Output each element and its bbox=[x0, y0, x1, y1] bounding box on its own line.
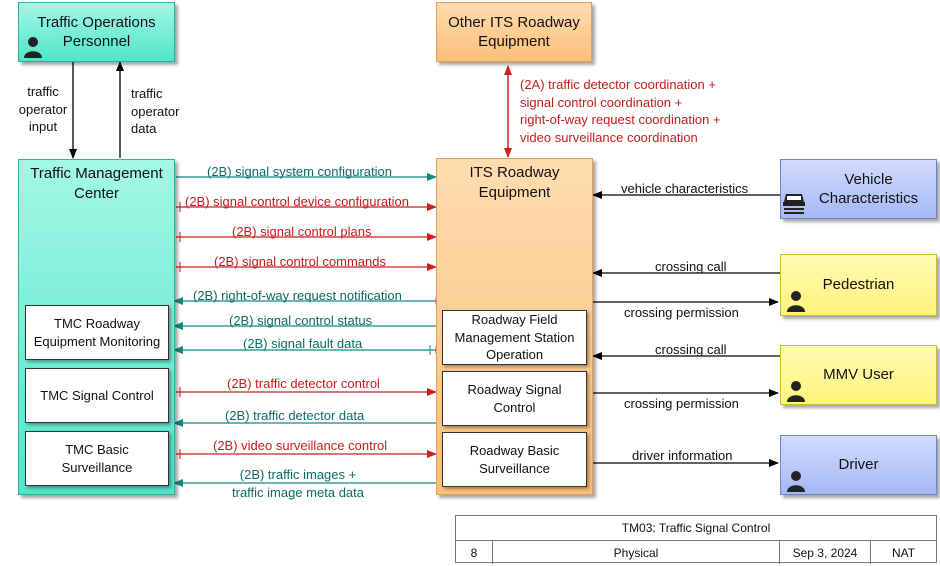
operator-input-line-1: traffic bbox=[27, 84, 59, 99]
tmc-basic-surveillance-box[interactable]: TMC Basic Surveillance bbox=[25, 431, 169, 486]
traffic-management-center-label: Traffic Management Center bbox=[30, 165, 163, 202]
roadway-basic-surveillance-label: Roadway Basic Surveillance bbox=[469, 442, 560, 476]
vehicle-icon bbox=[783, 194, 805, 214]
detector-data-label: (2B) traffic detector data bbox=[225, 408, 365, 423]
coordination-label: (2A) traffic detector coordination + sig… bbox=[520, 76, 721, 146]
traffic-images-line-2: traffic image meta data bbox=[232, 484, 364, 500]
vehicle-characteristics-box[interactable]: Vehicle Characteristics bbox=[780, 159, 937, 219]
operator-input-label: traffic operator input bbox=[13, 83, 73, 136]
coordination-line-2: signal control coordination + bbox=[520, 94, 683, 110]
vehicle-characteristics-label: Vehicle Characteristics bbox=[818, 170, 919, 208]
signal-plans-label: (2B) signal control plans bbox=[232, 224, 372, 239]
operator-input-line-2: operator bbox=[18, 101, 68, 117]
coordination-line-4: video surveillance coordination bbox=[520, 129, 698, 145]
operator-data-line-2: operator bbox=[131, 103, 180, 119]
roadway-field-management-station-label: Roadway Field Management Station Operati… bbox=[454, 312, 575, 363]
tmc-roadway-equipment-monitoring-box[interactable]: TMC Roadway Equipment Monitoring bbox=[25, 305, 169, 360]
coordination-line-1: (2A) traffic detector coordination + bbox=[520, 77, 716, 92]
diagram-view: Physical bbox=[493, 541, 780, 564]
traffic-images-line-1: (2B) traffic images + bbox=[239, 467, 357, 482]
person-icon bbox=[787, 381, 805, 402]
coordination-line-3: right-of-way request coordination + bbox=[520, 112, 721, 128]
traffic-operations-personnel-label: Traffic Operations Personnel bbox=[37, 13, 156, 51]
its-roadway-equipment-label: ITS Roadway Equipment bbox=[469, 164, 560, 201]
driver-label: Driver bbox=[838, 456, 879, 474]
traffic-operations-personnel-box[interactable]: Traffic Operations Personnel bbox=[18, 2, 175, 62]
person-icon bbox=[787, 291, 805, 312]
crossing-permission-mmv-label: crossing permission bbox=[624, 396, 739, 411]
tmc-signal-control-box[interactable]: TMC Signal Control bbox=[25, 368, 169, 423]
signal-device-config-label: (2B) signal control device configuration bbox=[185, 194, 410, 209]
traffic-images-label: (2B) traffic images + traffic image meta… bbox=[232, 466, 364, 501]
operator-data-line-3: data bbox=[131, 121, 157, 137]
video-control-label: (2B) video surveillance control bbox=[213, 438, 388, 453]
person-icon bbox=[787, 471, 805, 492]
detector-control-label: (2B) traffic detector control bbox=[227, 376, 380, 391]
crossing-call-mmv-label: crossing call bbox=[655, 342, 727, 357]
tmc-basic-surveillance-label: TMC Basic Surveillance bbox=[61, 441, 133, 475]
diagram-number: 8 bbox=[456, 541, 493, 564]
signal-commands-label: (2B) signal control commands bbox=[214, 254, 386, 269]
pedestrian-box[interactable]: Pedestrian bbox=[780, 254, 937, 316]
vehicle-characteristics-flow-label: vehicle characteristics bbox=[621, 181, 749, 196]
roadway-signal-control-label: Roadway Signal Control bbox=[467, 381, 562, 415]
driver-box[interactable]: Driver bbox=[780, 435, 937, 495]
operator-data-label: traffic operator data bbox=[131, 85, 179, 138]
other-its-roadway-equipment-label: Other ITS Roadway Equipment bbox=[448, 13, 580, 51]
operator-data-line-1: traffic bbox=[131, 86, 163, 101]
other-its-roadway-equipment-box[interactable]: Other ITS Roadway Equipment bbox=[436, 2, 592, 62]
mmv-user-label: MMV User bbox=[823, 366, 894, 384]
mmv-user-box[interactable]: MMV User bbox=[780, 345, 937, 405]
signal-status-label: (2B) signal control status bbox=[229, 313, 373, 328]
crossing-call-ped-label: crossing call bbox=[655, 259, 727, 274]
roadway-signal-control-box[interactable]: Roadway Signal Control bbox=[442, 371, 587, 426]
tmc-roadway-equipment-monitoring-label: TMC Roadway Equipment Monitoring bbox=[33, 315, 161, 349]
crossing-permission-ped-label: crossing permission bbox=[624, 305, 739, 320]
operator-input-line-3: input bbox=[28, 119, 58, 135]
pedestrian-label: Pedestrian bbox=[822, 276, 895, 294]
row-notification-label: (2B) right-of-way request notification bbox=[193, 288, 402, 303]
driver-information-label: driver information bbox=[632, 448, 733, 463]
diagram-title: TM03: Traffic Signal Control bbox=[456, 516, 936, 541]
diagram-scope: NAT bbox=[891, 545, 916, 560]
title-block: TM03: Traffic Signal Control 8 Physical … bbox=[455, 515, 937, 564]
fault-data-label: (2B) signal fault data bbox=[243, 336, 363, 351]
roadway-field-management-station-box[interactable]: Roadway Field Management Station Operati… bbox=[442, 310, 587, 365]
diagram-date: Sep 3, 2024 bbox=[780, 541, 871, 564]
signal-system-config-label: (2B) signal system configuration bbox=[207, 164, 392, 179]
person-icon bbox=[24, 37, 42, 58]
tmc-signal-control-label: TMC Signal Control bbox=[40, 387, 154, 403]
roadway-basic-surveillance-box[interactable]: Roadway Basic Surveillance bbox=[442, 432, 587, 487]
